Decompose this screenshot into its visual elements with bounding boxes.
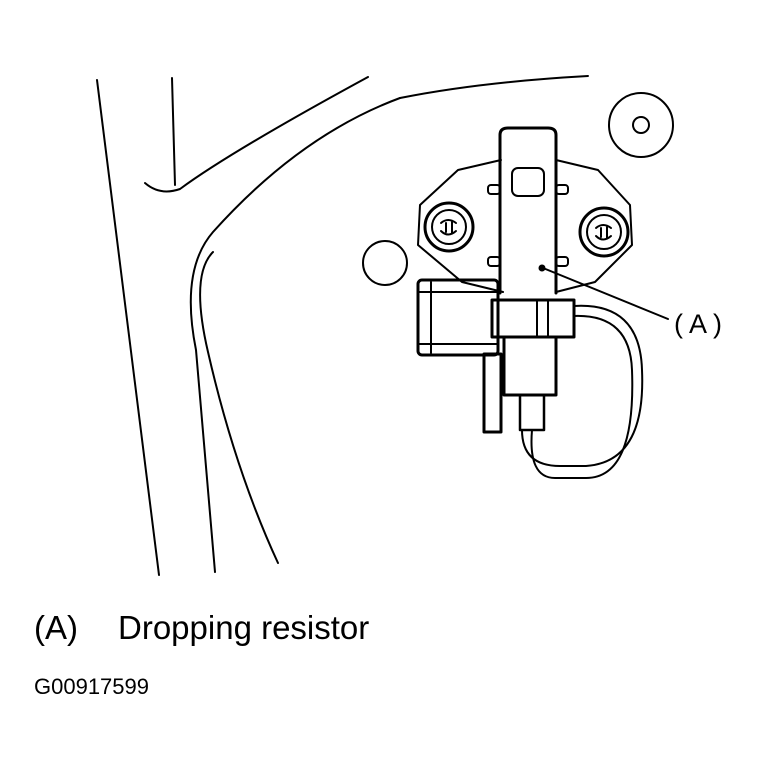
mounting-holes bbox=[362, 92, 674, 286]
legend-key: (A) bbox=[34, 609, 78, 646]
wiring-connector bbox=[416, 278, 644, 479]
legend-entry: (A) Dropping resistor bbox=[34, 611, 369, 644]
callout-label-a: ( A ) bbox=[674, 309, 723, 339]
bolt-left bbox=[423, 201, 475, 253]
bolt-right bbox=[578, 206, 630, 258]
callout-leader-line bbox=[542, 267, 669, 320]
legend-description: Dropping resistor bbox=[118, 609, 370, 646]
mounting-bracket bbox=[417, 159, 633, 293]
figure-id: G00917599 bbox=[34, 674, 149, 699]
dropping-resistor bbox=[487, 126, 569, 295]
body-panel-lines bbox=[96, 75, 589, 576]
